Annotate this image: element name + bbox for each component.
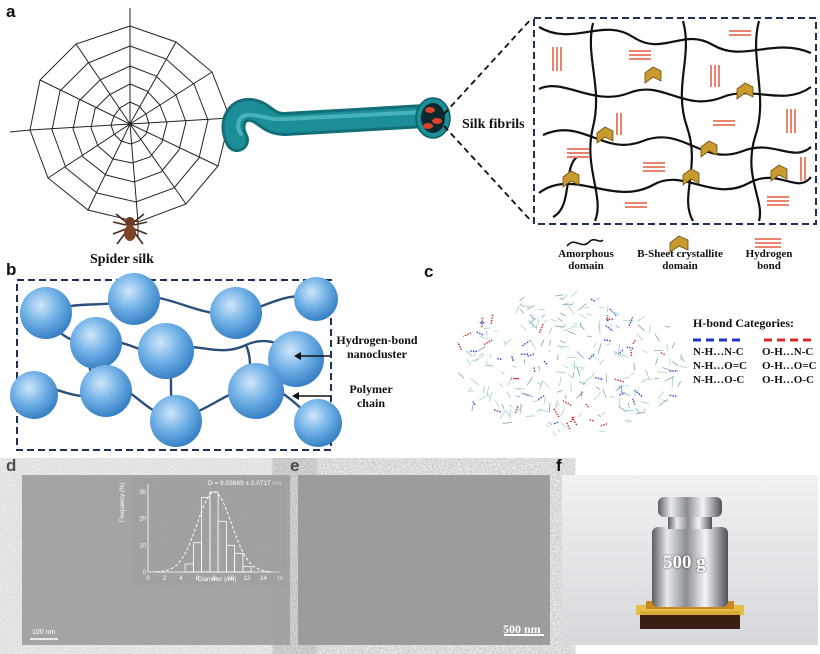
panel-label-a: a <box>6 2 16 21</box>
panel-label-b: b <box>6 260 17 279</box>
size-distribution-histogram: 0 2 4 6 8 10 12 14 16 0 10 20 30 <box>134 478 286 586</box>
histogram-xtick: 2 <box>163 576 167 582</box>
hbond-molecular-structure <box>457 290 687 437</box>
histogram-ytick: 0 <box>143 570 147 576</box>
histogram-ytick: 10 <box>139 543 146 549</box>
spider-silk-caption: Spider silk <box>90 252 154 267</box>
legend-bsheet: B-Sheet crystallite domain <box>637 248 723 272</box>
weight-label: 500 g <box>663 552 706 573</box>
silk-network-diagram <box>533 17 817 225</box>
legend-hbond: Hydrogen bond <box>745 248 793 272</box>
hbond-blue-item-1: N-H…N-C <box>693 346 744 358</box>
hbond-red-item-3: O-H…O-C <box>762 374 814 386</box>
spider-icon <box>112 213 148 245</box>
bsheet-legend-icon <box>669 235 689 253</box>
silk-fibrils-caption: Silk fibrils <box>462 117 525 132</box>
hbond-red-item-2: O-H…O=C <box>762 360 817 372</box>
histogram-xtick: 14 <box>260 576 267 582</box>
histogram-bar <box>234 552 244 573</box>
amorphous-legend-icon <box>566 238 604 247</box>
hbond-red-dash-icon <box>764 338 816 342</box>
histogram-ylabel: Frequency (%) <box>120 482 126 522</box>
hydrogen-bond-nanocluster-label: Hydrogen-bond nanocluster <box>336 333 418 361</box>
histogram-xtick: 6 <box>196 576 200 582</box>
histogram-xlabel: Diameter (nm) <box>198 577 237 583</box>
weight-photo <box>562 475 818 645</box>
nanocluster-diagram <box>10 273 342 451</box>
tem-scale-bar-label: 100 nm <box>32 629 56 636</box>
sem-scale-bar-label: 500 nm <box>503 622 541 636</box>
hbond-legend-icon <box>755 238 781 248</box>
histogram-bar <box>242 566 252 573</box>
tem-micrograph <box>22 475 290 645</box>
histogram-xtick: 8 <box>212 576 216 582</box>
histogram-xtick: 10 <box>227 576 234 582</box>
panel-label-c: c <box>424 262 434 281</box>
spider-web <box>9 8 250 238</box>
polymer-chain-label: Polymer chain <box>349 382 393 410</box>
hbond-categories-title: H-bond Categories: <box>693 316 794 330</box>
panel-label-d: d <box>6 456 17 475</box>
histogram-xtick: 12 <box>244 576 251 582</box>
histogram-xtick: 0 <box>146 576 150 582</box>
silk-fiber <box>221 97 451 152</box>
hbond-red-item-1: O-H…N-C <box>762 346 814 358</box>
hbond-blue-dash-icon <box>693 338 745 342</box>
hbond-blue-item-3: N-H…O-C <box>693 374 745 386</box>
histogram-xtick: 16 <box>277 576 284 582</box>
histogram-ytick: 20 <box>139 517 146 523</box>
sem-micrograph <box>298 475 550 645</box>
annotation-arrows-b <box>292 352 330 400</box>
panel-label-f: f <box>556 456 562 475</box>
zoom-lines <box>443 17 533 223</box>
histogram-ytick: 30 <box>139 490 146 496</box>
histogram-fit-curve <box>156 491 272 573</box>
hbond-blue-item-2: N-H…O=C <box>693 360 747 372</box>
histogram-annotation: D = 8.03689 ± 2.0717 nm <box>208 480 282 487</box>
legend-amorphous: Amorphous domain <box>558 248 614 272</box>
histogram-xtick: 4 <box>179 576 183 582</box>
panel-label-e: e <box>290 456 300 475</box>
